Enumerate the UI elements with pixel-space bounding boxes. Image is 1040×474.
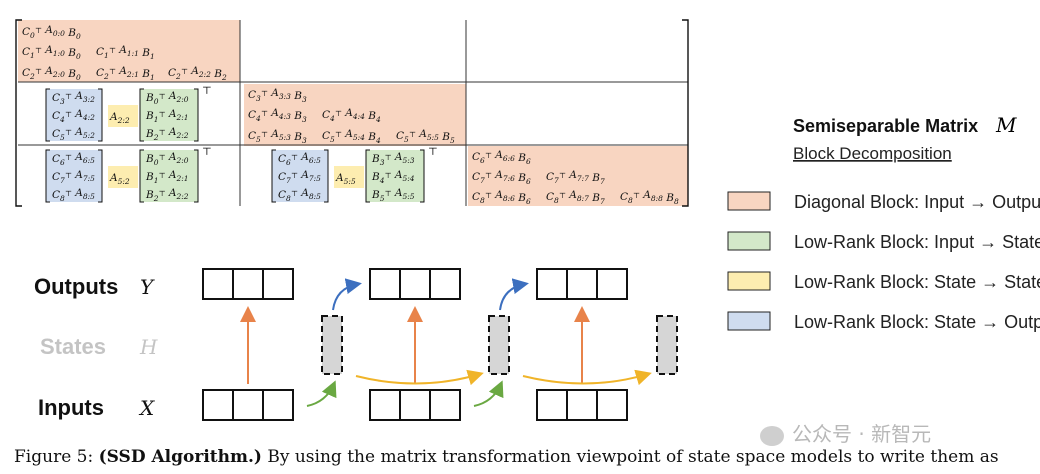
diagonal-block-1 bbox=[244, 84, 466, 146]
entry-2-0: C2⊤ A2:0 B0 bbox=[22, 65, 81, 82]
state-2 bbox=[656, 315, 678, 375]
lr1-c-1: C4⊤ A4:2 bbox=[52, 108, 95, 124]
entry-2-2: C2⊤ A2:2 B2 bbox=[168, 65, 227, 82]
legend: Semiseparable Matrix M Block Decompositi… bbox=[727, 113, 1040, 332]
watermark-text: 公众号 · 新智元 bbox=[792, 422, 932, 446]
legend-label-input-state: Low-Rank Block: Input → State bbox=[794, 232, 1040, 252]
lowrank-block-2: C6⊤ A6:5 C7⊤ A7:5 C8⊤ A8:5 A5:2 B0⊤ A2:0… bbox=[45, 146, 212, 203]
lr3-a: A5:5 bbox=[335, 172, 356, 186]
legend-title-symbol: M bbox=[995, 113, 1017, 137]
arrow-state-output-1 bbox=[499, 278, 529, 311]
entry-5-3: C5⊤ A5:3 B3 bbox=[248, 128, 307, 145]
legend-label-state-state: Low-Rank Block: State → State bbox=[794, 272, 1040, 292]
entry-0-0: C0⊤ A0:0 B0 bbox=[22, 24, 81, 41]
state-0 bbox=[321, 315, 343, 375]
arrow-state-state-0 bbox=[355, 369, 484, 386]
entry-1-0: C1⊤ A1:0 B0 bbox=[22, 44, 81, 61]
entry-4-4: C4⊤ A4:4 B4 bbox=[322, 107, 381, 124]
inputs-label: Inputs bbox=[38, 395, 104, 420]
figure-caption: Figure 5: (SSD Algorithm.) By using the … bbox=[14, 447, 999, 467]
lr2-c-2: C8⊤ A8:5 bbox=[52, 187, 95, 203]
wechat-icon bbox=[760, 425, 784, 446]
lr3-b-2: B5⊤ A5:5 bbox=[371, 187, 415, 203]
input-chunk-0 bbox=[202, 389, 294, 421]
lr2-c-1: C7⊤ A7:5 bbox=[52, 169, 95, 185]
transpose-3: ⊤ bbox=[428, 146, 438, 158]
lr1-c-0: C3⊤ A3:2 bbox=[52, 90, 95, 106]
legend-swatch-state-state bbox=[727, 271, 771, 291]
entry-5-5: C5⊤ A5:5 B5 bbox=[396, 128, 455, 145]
lowrank-block-3: C6⊤ A6:5 C7⊤ A7:5 C8⊤ A8:5 A5:5 B3⊤ A5:3… bbox=[271, 146, 438, 203]
states-var: H bbox=[139, 335, 158, 359]
caption-bold: (SSD Algorithm.) bbox=[98, 447, 262, 467]
transpose-2: ⊤ bbox=[202, 146, 212, 158]
arrow-state-state-1 bbox=[522, 369, 652, 386]
legend-subtitle: Block Decomposition bbox=[793, 144, 952, 163]
arrow-input-state-1 bbox=[473, 380, 504, 407]
transpose-1: ⊤ bbox=[202, 85, 212, 97]
entry-8-8: C8⊤ A8:8 B8 bbox=[620, 189, 679, 206]
lr1-c-2: C5⊤ A5:2 bbox=[52, 126, 95, 142]
entry-7-6: C7⊤ A7:6 B6 bbox=[472, 169, 531, 186]
states-label: States bbox=[40, 334, 106, 359]
caption-rest: By using the matrix transformation viewp… bbox=[261, 447, 999, 467]
lr2-c-0: C6⊤ A6:5 bbox=[52, 151, 95, 167]
lr3-c-0: C6⊤ A6:5 bbox=[278, 151, 321, 167]
legend-title: Semiseparable Matrix bbox=[793, 116, 978, 136]
entry-8-6: C8⊤ A8:6 B6 bbox=[472, 189, 531, 206]
caption-prefix: Figure 5: bbox=[14, 447, 99, 467]
ssd-diagram: Outputs Y States H Inputs X bbox=[34, 268, 678, 421]
lr1-b-1: B1⊤ A2:1 bbox=[145, 108, 189, 124]
entry-8-7: C8⊤ A8:7 B7 bbox=[546, 189, 605, 206]
output-chunk-2 bbox=[536, 268, 628, 300]
lr1-b-0: B0⊤ A2:0 bbox=[145, 90, 189, 106]
arrow-input-state-0 bbox=[306, 380, 337, 407]
output-chunk-1 bbox=[369, 268, 461, 300]
input-chunk-2 bbox=[536, 389, 628, 421]
entry-6-6: C6⊤ A6:6 B6 bbox=[472, 149, 531, 166]
entry-4-3: C4⊤ A4:3 B3 bbox=[248, 107, 307, 124]
diagonal-block-0 bbox=[18, 20, 240, 82]
output-chunk-0 bbox=[202, 268, 294, 300]
legend-label-diagonal: Diagonal Block: Input → Output bbox=[794, 192, 1040, 212]
outputs-label: Outputs bbox=[34, 274, 118, 299]
entry-7-7: C7⊤ A7:7 B7 bbox=[546, 169, 605, 186]
lr3-c-1: C7⊤ A7:5 bbox=[278, 169, 321, 185]
input-chunk-1 bbox=[369, 389, 461, 421]
legend-swatch-diagonal bbox=[727, 191, 771, 211]
lr3-c-2: C8⊤ A8:5 bbox=[278, 187, 321, 203]
inputs-var: X bbox=[138, 396, 155, 420]
lr3-b-1: B4⊤ A5:4 bbox=[371, 169, 415, 185]
semiseparable-matrix: C0⊤ A0:0 B0 C1⊤ A1:0 B0 C1⊤ A1:1 B1 C2⊤ … bbox=[15, 19, 689, 207]
state-1 bbox=[488, 315, 510, 375]
lr3-b-0: B3⊤ A5:3 bbox=[371, 151, 415, 167]
entry-2-1: C2⊤ A2:1 B1 bbox=[96, 65, 155, 82]
arrow-state-output-0 bbox=[332, 278, 362, 311]
lr2-a: A5:2 bbox=[109, 172, 130, 186]
legend-label-state-output: Low-Rank Block: State → Output bbox=[794, 312, 1040, 332]
lr2-b-1: B1⊤ A2:1 bbox=[145, 169, 189, 185]
entry-3-3: C3⊤ A3:3 B3 bbox=[248, 87, 307, 104]
entry-5-4: C5⊤ A5:4 B4 bbox=[322, 128, 381, 145]
lowrank-block-1: C3⊤ A3:2 C4⊤ A4:2 C5⊤ A5:2 A2:2 B0⊤ A2:0… bbox=[45, 85, 212, 142]
watermark: 公众号 · 新智元 bbox=[760, 418, 931, 447]
lr2-b-2: B2⊤ A2:2 bbox=[145, 187, 189, 203]
lr1-a: A2:2 bbox=[109, 111, 130, 125]
legend-swatch-state-output bbox=[727, 311, 771, 331]
outputs-var: Y bbox=[140, 275, 155, 299]
legend-swatch-input-state bbox=[727, 231, 771, 251]
lr2-b-0: B0⊤ A2:0 bbox=[145, 151, 189, 167]
diagonal-block-2 bbox=[468, 146, 688, 206]
lr1-b-2: B2⊤ A2:2 bbox=[145, 126, 189, 142]
entry-1-1: C1⊤ A1:1 B1 bbox=[96, 44, 155, 61]
